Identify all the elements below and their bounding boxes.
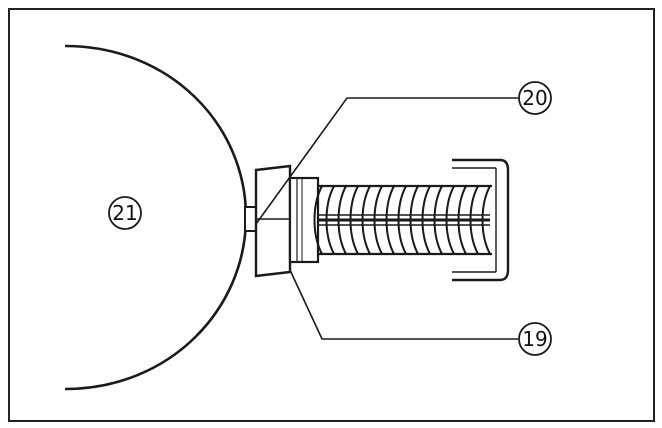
callout-circle bbox=[518, 322, 552, 356]
callout-21: 21 bbox=[108, 196, 142, 230]
callout-label-20: 20 bbox=[522, 86, 547, 110]
callout-20: 20 bbox=[518, 81, 552, 115]
callout-19: 19 bbox=[518, 322, 552, 356]
leader-line-19 bbox=[289, 269, 518, 340]
callout-label-19: 19 bbox=[522, 327, 547, 351]
screw-head bbox=[254, 164, 292, 278]
callout-circle bbox=[108, 196, 142, 230]
callout-circle bbox=[518, 81, 552, 115]
leader-line-20 bbox=[255, 97, 518, 225]
sleeve-bracket bbox=[452, 158, 510, 282]
callout-label-21: 21 bbox=[112, 201, 137, 225]
threaded-rod bbox=[318, 214, 490, 226]
